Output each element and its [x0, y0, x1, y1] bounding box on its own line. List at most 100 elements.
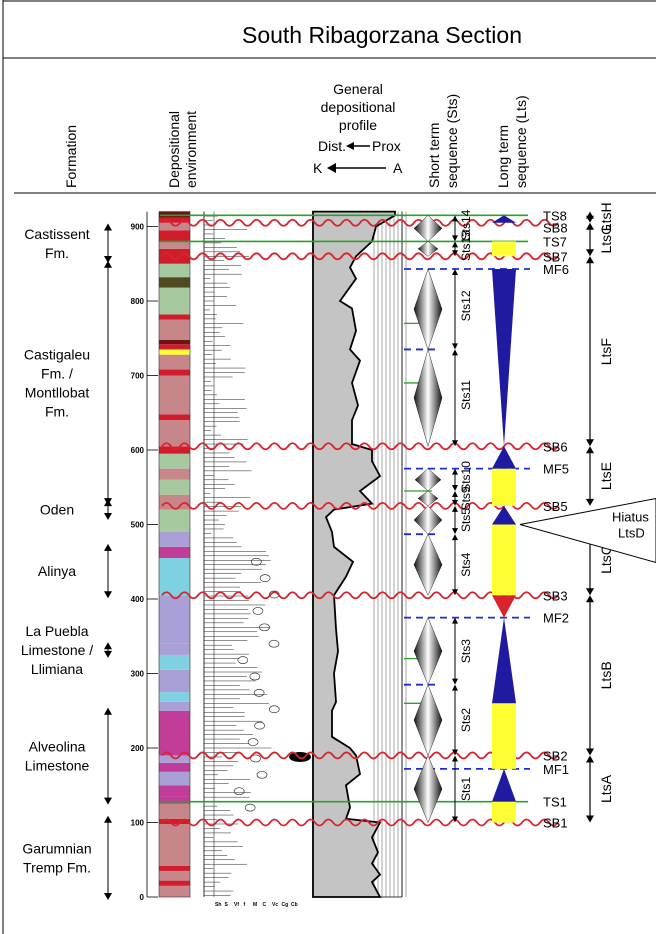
- hiatus-label: Hiatus: [612, 510, 649, 525]
- formation-name: Castissent: [24, 226, 89, 242]
- header-lts-line2: sequence (Lts): [513, 95, 529, 188]
- lts-shape: [492, 524, 516, 596]
- formation-name: Alinya: [38, 563, 76, 579]
- short-term-sequences: Sts1Sts2Sts3Sts4Sts5Sts9Sts10Sts11Sts12S…: [413, 209, 473, 824]
- lts-shape: [492, 268, 516, 447]
- sts-diamond: [413, 533, 443, 596]
- environment-band: [159, 818, 190, 824]
- lts-shape: [492, 617, 516, 704]
- arrow-down-icon: [586, 588, 594, 596]
- arrow-down-icon: [104, 650, 112, 658]
- sts-label: Sts13: [459, 230, 473, 261]
- fossil-symbol: [250, 557, 262, 566]
- arrow-down-icon: [452, 678, 458, 685]
- arrow-up-icon: [586, 256, 594, 264]
- environment-band: [159, 785, 190, 797]
- header-prox: Prox: [372, 138, 401, 154]
- sts-diamond: [413, 268, 443, 351]
- arrow-down-icon: [452, 484, 458, 491]
- formation-name: Fm.: [45, 245, 69, 261]
- header-env-line2: environment: [183, 111, 199, 188]
- surface-label: TS1: [543, 795, 567, 810]
- surface-label: TS8: [543, 208, 567, 223]
- surface-label: MF2: [543, 611, 569, 626]
- lts-shape: [492, 505, 516, 525]
- header-k: K: [313, 160, 323, 176]
- header-env-line1: Depositional: [166, 111, 182, 188]
- grain-size-label: Sh: [215, 902, 221, 908]
- environment-band: [159, 796, 190, 804]
- environment-band: [159, 339, 190, 345]
- environment-band: [159, 319, 190, 340]
- arrow-up-icon: [452, 534, 458, 541]
- environment-band: [159, 701, 190, 711]
- fossil-symbol: [253, 689, 265, 697]
- environment-band: [159, 277, 190, 288]
- profile-curve: [312, 210, 396, 898]
- environment-band: [159, 217, 190, 223]
- surface-label: TS7: [543, 234, 567, 249]
- formation-name: Fm.: [45, 403, 69, 419]
- depth-label: 100: [131, 819, 145, 828]
- environment-band: [159, 692, 190, 702]
- environment-band: [159, 369, 190, 376]
- lts-shape: [492, 801, 516, 823]
- arrow-up-icon: [452, 505, 458, 512]
- arrow-up-icon: [452, 241, 458, 248]
- arrow-up-icon: [452, 215, 458, 222]
- environment-band: [159, 349, 190, 355]
- formation-name: Garumnian: [22, 840, 91, 856]
- depth-label: 700: [131, 372, 145, 381]
- arrow-up-icon: [452, 349, 458, 356]
- formation-name: Alveolina: [29, 739, 86, 755]
- arrow-up-icon: [452, 684, 458, 691]
- formation-name: Fm. /: [41, 365, 73, 381]
- environment-band: [159, 375, 190, 415]
- arrow-down-icon: [452, 343, 458, 350]
- depth-label: 400: [131, 595, 145, 604]
- environment-band: [159, 546, 190, 559]
- sequence-boundary-line: [161, 218, 559, 227]
- arrow-down-icon: [586, 439, 594, 447]
- sts-label: Sts5: [459, 508, 473, 532]
- sts-label: Sts2: [459, 708, 473, 732]
- formation-name: Montllobat: [25, 384, 90, 400]
- arrow-up-icon: [104, 707, 112, 715]
- arrow-down-icon: [586, 249, 594, 257]
- lts-label: LtsG: [598, 224, 614, 254]
- environment-band: [159, 344, 190, 350]
- lts-shape: [492, 215, 516, 223]
- formation-name: Oden: [40, 502, 74, 518]
- arrow-down-icon: [452, 528, 458, 535]
- environment-band: [159, 420, 190, 447]
- fossil-symbol: [249, 672, 261, 681]
- arrow-up-icon: [104, 543, 112, 551]
- environment-band: [159, 643, 190, 655]
- surface-label: SB3: [543, 588, 568, 603]
- lts-shape: [492, 241, 516, 257]
- depth-label: 600: [131, 446, 145, 455]
- depth-label: 300: [131, 670, 145, 679]
- lts-shape: [492, 755, 516, 769]
- surface-label: SB8: [543, 220, 568, 235]
- fossil-symbol: [247, 738, 259, 746]
- fossil-symbol: [244, 803, 256, 812]
- arrow-left-icon: [346, 142, 370, 150]
- surface-label: MF5: [543, 462, 569, 477]
- sts-diamond: [413, 505, 443, 535]
- environment-band: [159, 468, 190, 480]
- grain-size-label: S: [225, 902, 229, 908]
- environment-band: [159, 669, 190, 693]
- sts-label: Sts14: [459, 209, 473, 240]
- arrow-down-icon: [452, 440, 458, 447]
- grain-size-label: M: [253, 902, 257, 908]
- fossil-symbol: [268, 639, 280, 648]
- lts-shape: [492, 768, 516, 802]
- arrow-up-icon: [452, 490, 458, 497]
- fossil-symbol: [254, 721, 265, 730]
- environment-band: [159, 710, 190, 756]
- arrow-down-icon: [104, 893, 112, 900]
- depth-label: 800: [131, 297, 145, 306]
